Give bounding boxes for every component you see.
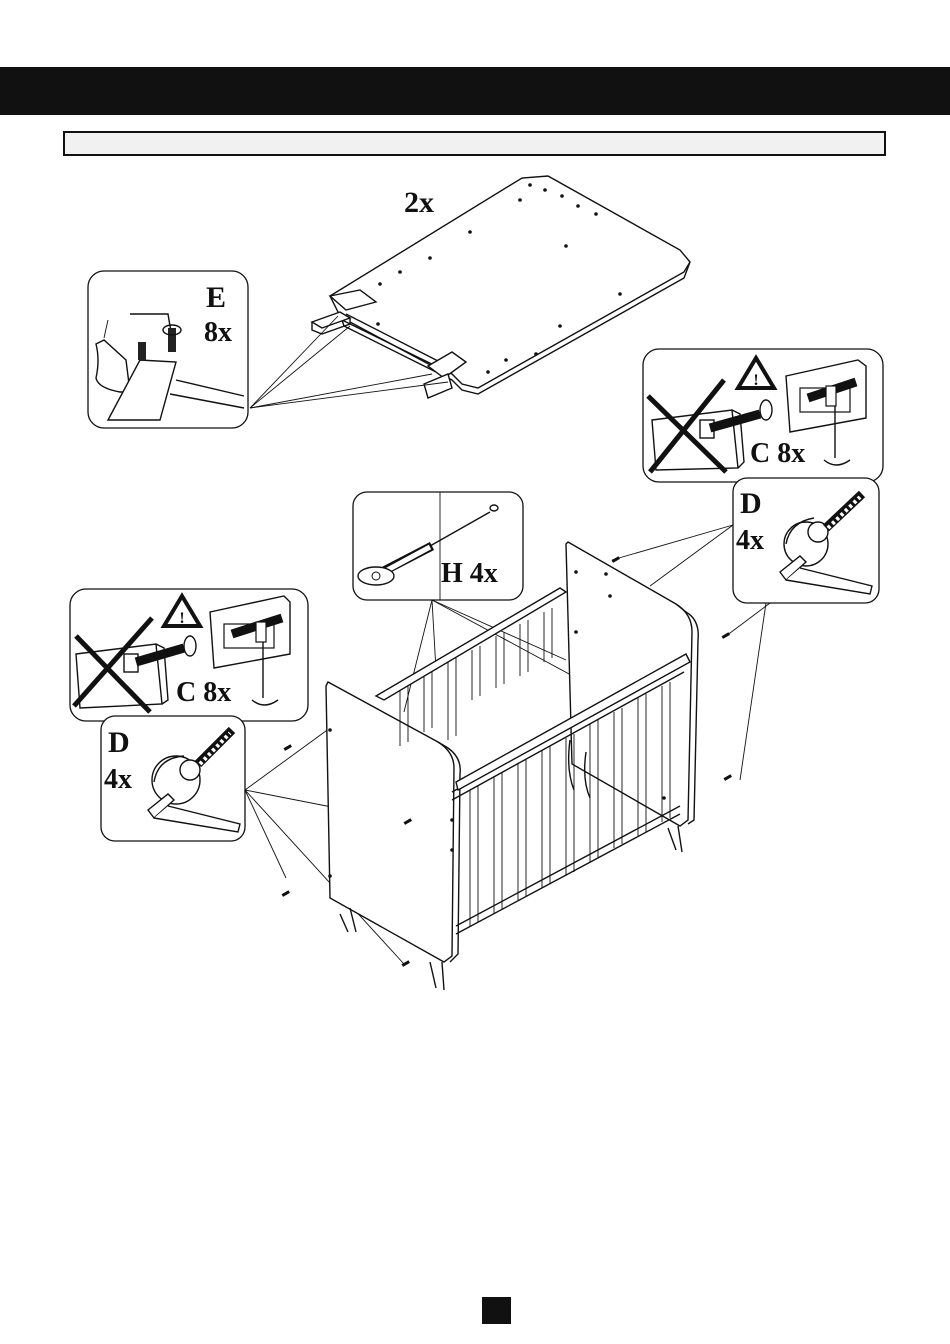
page-number-marker: [482, 1297, 511, 1324]
callout-d-left-letter: D: [108, 726, 130, 759]
callout-d-left-quantity: 4x: [104, 764, 132, 795]
callout-e: E 8x: [88, 271, 248, 428]
callout-h-text: H 4x: [441, 558, 498, 589]
svg-text:!: !: [179, 610, 184, 627]
callout-h: H 4x: [353, 492, 523, 600]
callout-c-right-text: C 8x: [750, 438, 805, 469]
callout-c-right: ! C 8x: [643, 349, 883, 482]
callout-e-letter: E: [206, 281, 226, 314]
callout-d-right-quantity: 4x: [736, 525, 764, 556]
callout-d-right-letter: D: [740, 487, 762, 520]
svg-text:!: !: [753, 372, 758, 389]
callout-d-right: D 4x: [733, 478, 879, 603]
board-quantity-label: 2x: [404, 186, 434, 219]
crib-frame: [326, 542, 698, 990]
callout-c-left: ! C 8x: [70, 589, 308, 721]
mattress-base-board: [312, 176, 690, 398]
callout-d-left: D 4x: [101, 716, 245, 841]
callout-e-quantity: 8x: [204, 317, 232, 348]
callout-c-left-text: C 8x: [176, 677, 231, 708]
